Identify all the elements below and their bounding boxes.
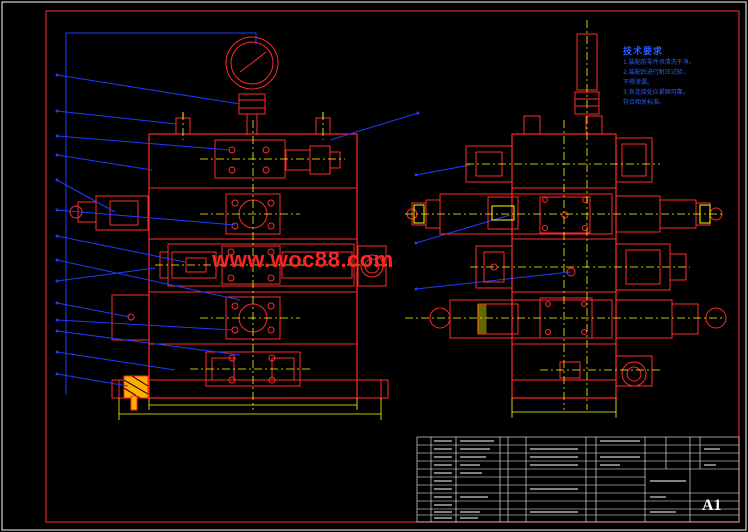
side-block-left xyxy=(111,294,150,341)
technical-note-line: 不得渗漏。 xyxy=(623,79,654,86)
side-port-right xyxy=(357,245,387,287)
leader-dots xyxy=(55,73,420,376)
technical-note-line: 2.装配后进行耐压试验， xyxy=(623,69,689,76)
title-block-text-lines xyxy=(434,440,720,519)
side-yellow-details xyxy=(413,204,711,334)
watermark-text: www.woc88.com xyxy=(212,247,394,272)
technical-note-line: 3.各连接处应紧固可靠， xyxy=(623,89,689,96)
front-centerlines xyxy=(155,112,395,410)
front-dimensions xyxy=(118,398,382,420)
technical-notes: 技术要求 1.装配前零件须清洗干净。 2.装配后进行耐压试验， 不得渗漏。 3.… xyxy=(623,46,695,108)
drawing-border xyxy=(45,10,740,523)
dimension-frame-top xyxy=(65,32,256,395)
technical-note-line: 1.装配前零件须清洗干净。 xyxy=(623,59,695,66)
leader-lines xyxy=(56,74,571,387)
technical-notes-title: 技术要求 xyxy=(623,47,664,57)
pressure-gauge xyxy=(225,36,279,90)
sheet-size-label: A1 xyxy=(702,497,722,514)
base-plate xyxy=(111,379,389,399)
side-centerlines xyxy=(405,20,725,410)
side-dimensions xyxy=(511,398,617,418)
technical-note-line: 符合相关标准。 xyxy=(623,99,666,106)
gauge-adapter xyxy=(238,93,266,115)
title-block xyxy=(416,436,740,523)
